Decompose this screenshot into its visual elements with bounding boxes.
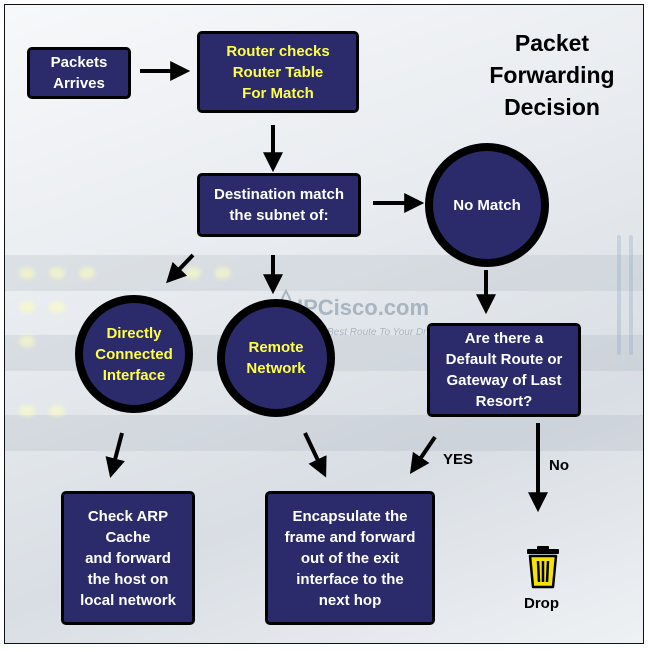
arrow-remote-to-encapsulate <box>303 432 327 478</box>
diagram-canvas: IPCisco.com Best Route To Your Dreams Pa… <box>4 4 644 644</box>
arrow-destination-to-direct <box>166 253 195 284</box>
background-cable <box>617 235 621 355</box>
watermark-brand: IPCisco.com <box>297 295 430 320</box>
edge-label-no: No <box>549 457 569 474</box>
node-no-match: No Match <box>425 143 549 267</box>
background-light <box>19 301 35 313</box>
node-encapsulate: Encapsulate the frame and forward out of… <box>265 491 435 625</box>
background-rack-band <box>5 255 643 291</box>
node-router-checks: Router checks Router Table For Match <box>197 31 359 113</box>
background-light <box>215 267 231 279</box>
node-label: Remote Network <box>246 339 306 377</box>
flow-arrows <box>105 61 548 513</box>
node-label: No Match <box>453 196 521 214</box>
node-drop-label: Drop <box>524 595 559 612</box>
node-check-arp: Check ARP Cache and forward the host on … <box>61 491 195 625</box>
background-light <box>49 405 65 417</box>
node-label: Check ARP Cache and forward the host on … <box>80 507 176 609</box>
background-light <box>185 267 201 279</box>
background-light <box>49 267 65 279</box>
node-directly-connected: Directly Connected Interface <box>75 295 193 413</box>
background-cable <box>629 235 633 355</box>
trash-bin-icon <box>527 546 559 589</box>
node-label: Encapsulate the frame and forward out of… <box>284 507 416 609</box>
node-default-route: Are there a Default Route or Gateway of … <box>427 323 581 417</box>
node-destination-match: Destination match the subnet of: <box>197 173 361 237</box>
watermark-tagline: Best Route To Your Dreams <box>327 327 451 338</box>
arrow-direct-to-arp <box>105 432 125 478</box>
edge-label-yes: YES <box>443 451 474 468</box>
diagram-title: Packet Forwarding Decision <box>489 30 615 120</box>
background-light <box>19 405 35 417</box>
background-light <box>19 335 35 347</box>
background-light <box>79 267 95 279</box>
node-label: Destination match the subnet of: <box>213 186 345 224</box>
node-packets-arrives: Packets Arrives <box>27 47 131 99</box>
node-label: Directly Connected Interface <box>95 324 173 384</box>
node-label: Router checks Router Table For Match <box>226 42 330 102</box>
node-label: Are there a Default Route or Gateway of … <box>445 330 563 410</box>
node-remote-network: Remote Network <box>217 299 335 417</box>
node-label: Packets Arrives <box>50 54 108 92</box>
background-light <box>49 301 65 313</box>
background-light <box>19 267 35 279</box>
arrow-default-yes-to-encapsulate <box>409 435 437 474</box>
